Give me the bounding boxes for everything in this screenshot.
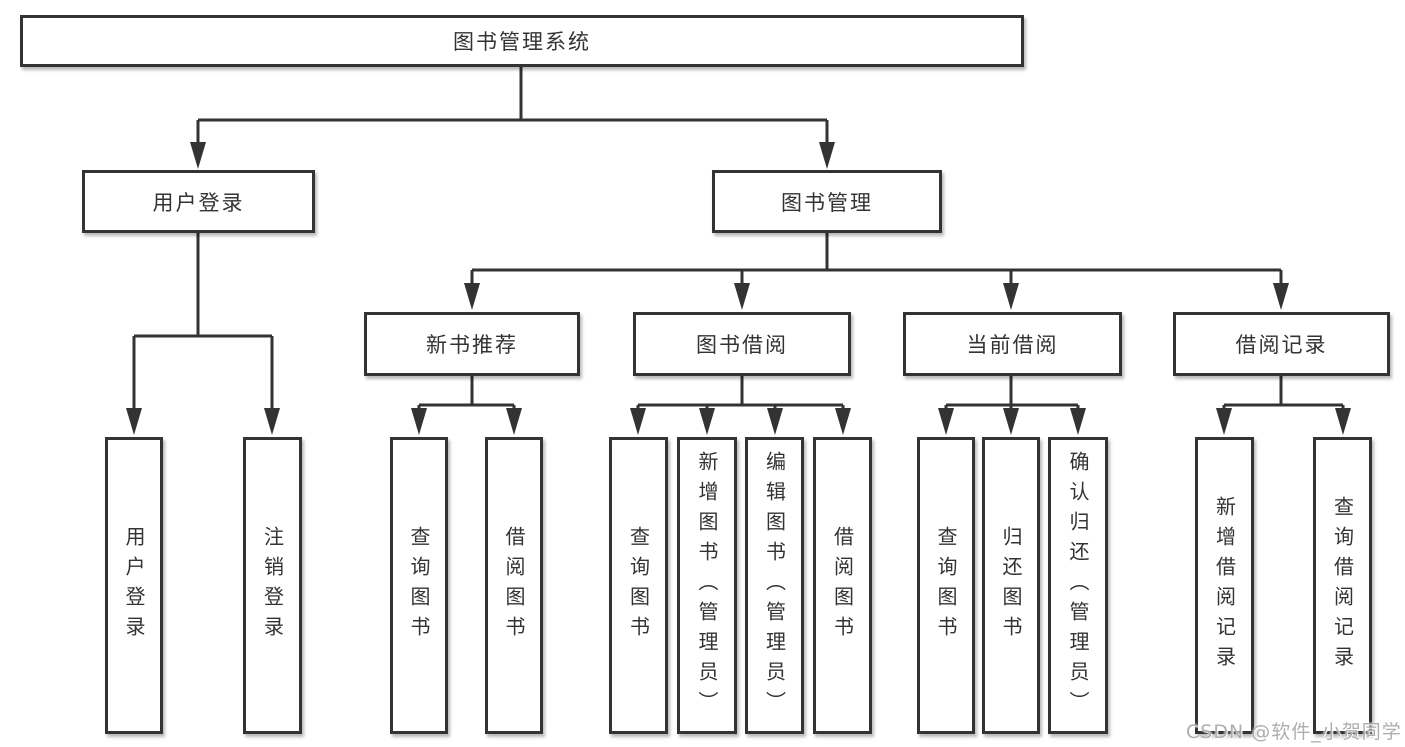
node-user-login: 用户登录 xyxy=(82,170,315,233)
leaf-query-borrow-record: 查询借阅记录 xyxy=(1313,437,1372,734)
leaf-query-books: 查询图书 xyxy=(609,437,668,734)
leaf-return-books-label: 归还图书 xyxy=(999,525,1023,646)
node-book-management: 图书管理 xyxy=(712,170,942,233)
leaf-query-books-label: 查询图书 xyxy=(934,525,958,646)
node-book-borrow: 图书借阅 xyxy=(633,312,851,376)
leaf-edit-books-admin: 编辑图书（管理员） xyxy=(745,437,804,734)
csdn-watermark: CSDN @软件_小贺同学 xyxy=(1186,721,1402,743)
leaf-add-books-admin-label: 新增图书（管理员） xyxy=(695,450,719,721)
leaf-borrow-books: 借阅图书 xyxy=(813,437,872,734)
leaf-add-borrow-record-label: 新增借阅记录 xyxy=(1212,495,1237,676)
leaf-confirm-return-admin-label: 确认归还（管理员） xyxy=(1066,450,1090,721)
node-borrow-records: 借阅记录 xyxy=(1173,312,1390,376)
leaf-borrow-books: 借阅图书 xyxy=(485,437,543,734)
node-library-system: 图书管理系统 xyxy=(20,15,1024,67)
node-current-borrow-label: 当前借阅 xyxy=(966,333,1059,357)
node-borrow-records-label: 借阅记录 xyxy=(1235,333,1328,357)
leaf-logout: 注销登录 xyxy=(243,437,302,734)
leaf-add-borrow-record: 新增借阅记录 xyxy=(1195,437,1254,734)
leaf-query-books-label: 查询图书 xyxy=(407,525,431,646)
node-user-login-label: 用户登录 xyxy=(152,190,245,215)
arrow-heads xyxy=(126,142,1351,435)
leaf-add-books-admin: 新增图书（管理员） xyxy=(677,437,737,734)
node-book-management-label: 图书管理 xyxy=(781,190,873,215)
leaf-user-login: 用户登录 xyxy=(105,437,163,734)
leaf-borrow-books-label: 借阅图书 xyxy=(502,525,526,646)
node-new-book-recommend-label: 新书推荐 xyxy=(426,333,518,357)
node-current-borrow: 当前借阅 xyxy=(903,312,1122,376)
leaf-borrow-books-label: 借阅图书 xyxy=(830,525,855,646)
node-library-system-label: 图书管理系统 xyxy=(453,30,591,54)
leaf-return-books: 归还图书 xyxy=(982,437,1040,734)
leaf-query-books: 查询图书 xyxy=(390,437,448,734)
leaf-confirm-return-admin: 确认归还（管理员） xyxy=(1048,437,1108,734)
leaf-edit-books-admin-label: 编辑图书（管理员） xyxy=(762,450,787,721)
node-book-borrow-label: 图书借阅 xyxy=(696,333,788,357)
leaf-query-borrow-record-label: 查询借阅记录 xyxy=(1330,495,1355,676)
leaf-query-books-label: 查询图书 xyxy=(626,525,651,646)
leaf-query-books: 查询图书 xyxy=(917,437,975,734)
leaf-user-login-label: 用户登录 xyxy=(122,525,146,646)
leaf-logout-label: 注销登录 xyxy=(260,525,285,646)
node-new-book-recommend: 新书推荐 xyxy=(364,312,580,376)
